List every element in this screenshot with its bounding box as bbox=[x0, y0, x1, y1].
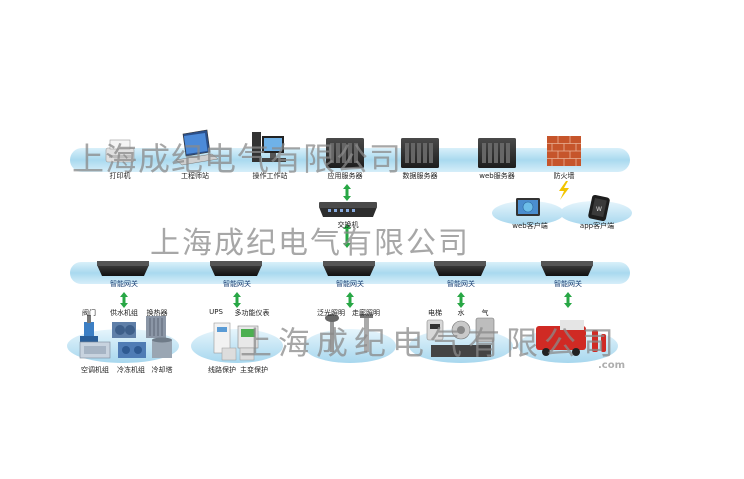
engineering-station-label: 工程师站 bbox=[181, 172, 209, 180]
water-label: 水 bbox=[457, 309, 465, 317]
ac-unit-label: 空调机组 bbox=[81, 366, 109, 374]
connector-arrow bbox=[343, 224, 351, 248]
heat-exchanger-label: 换热器 bbox=[146, 309, 168, 317]
network-switch-icon bbox=[319, 202, 377, 217]
ups-label: UPS bbox=[209, 308, 223, 316]
gateway-icon bbox=[434, 261, 486, 276]
gas-label: 气 bbox=[481, 309, 489, 317]
connector-arrow bbox=[346, 292, 354, 308]
watermark-site: .com bbox=[598, 360, 626, 371]
chiller-label: 冷冻机组 bbox=[117, 366, 145, 374]
hvac-equipment bbox=[79, 315, 172, 359]
ac-unit-icon bbox=[79, 341, 111, 359]
power-equipment bbox=[213, 322, 259, 361]
lightning-icon bbox=[559, 181, 569, 200]
connector-arrow bbox=[120, 292, 128, 308]
lighting-disc bbox=[304, 329, 396, 363]
workstation-icon bbox=[252, 132, 286, 162]
fire-truck-icon bbox=[536, 320, 586, 356]
db-server-label: 数据服务器 bbox=[402, 172, 438, 180]
electric-meter-icon bbox=[426, 319, 444, 341]
protection-relay-icon bbox=[221, 347, 255, 361]
power-disc bbox=[191, 329, 283, 363]
firewall-label: 防火墙 bbox=[553, 172, 575, 180]
monitor-icon bbox=[516, 198, 540, 216]
web-client-label: web客户端 bbox=[512, 222, 548, 230]
energy-meters bbox=[426, 317, 495, 357]
corridor-lighting-label: 走廊照明 bbox=[352, 309, 380, 317]
smartphone-icon: W bbox=[588, 194, 610, 222]
water-pump-label: 供水机组 bbox=[110, 309, 138, 317]
electric-label: 电梯 bbox=[428, 309, 442, 317]
operator-station-label: 操作工作站 bbox=[252, 172, 288, 180]
printer-label: 打印机 bbox=[109, 172, 131, 180]
web-server-label: web服务器 bbox=[479, 172, 515, 180]
lighting-equipment bbox=[325, 314, 373, 352]
fire-extinguisher-icon bbox=[592, 330, 606, 352]
chiller-icon bbox=[118, 342, 146, 358]
connector-arrow bbox=[564, 292, 572, 308]
svg-text:W: W bbox=[596, 206, 602, 213]
main-transformer-label: 主变保护 bbox=[240, 366, 268, 374]
heat-exchanger-icon bbox=[146, 316, 166, 338]
cooling-tower-label: 冷却塔 bbox=[151, 366, 173, 374]
water-meter-icon bbox=[451, 320, 471, 340]
gateway-icon bbox=[210, 261, 262, 276]
line-protection-label: 线路保护 bbox=[208, 366, 236, 374]
firewall-icon bbox=[547, 136, 581, 166]
flood-lighting-label: 泛光照明 bbox=[317, 309, 345, 317]
gateway-icon bbox=[541, 261, 593, 276]
switch-label: 交换机 bbox=[337, 221, 359, 229]
db-server-icon bbox=[401, 138, 439, 168]
gas-meter-icon bbox=[475, 317, 495, 343]
gateway-devices bbox=[97, 261, 593, 276]
water-pump-icon bbox=[112, 322, 136, 338]
gateway-label-4: 智能网关 bbox=[447, 280, 475, 288]
cooling-tower-icon bbox=[152, 337, 172, 358]
connector-arrow bbox=[343, 184, 351, 201]
meter-label: 多功能仪表 bbox=[234, 309, 270, 317]
valve-icon bbox=[80, 315, 98, 342]
fire-equipment bbox=[536, 320, 606, 356]
valve-label: 阀门 bbox=[82, 309, 96, 317]
laptop-icon bbox=[175, 129, 219, 166]
gateway-label-3: 智能网关 bbox=[336, 280, 364, 288]
connector-arrow bbox=[233, 292, 241, 308]
gateway-label-2: 智能网关 bbox=[223, 280, 251, 288]
web-server-icon bbox=[478, 138, 516, 168]
gateway-label-1: 智能网关 bbox=[110, 280, 138, 288]
meter-icon bbox=[237, 325, 259, 349]
app-client-label: app客户端 bbox=[579, 222, 615, 230]
gateway-label-5: 智能网关 bbox=[554, 280, 582, 288]
gateway-icon bbox=[97, 261, 149, 276]
corridor-light-icon bbox=[360, 314, 373, 352]
energy-display-icon bbox=[431, 345, 491, 357]
app-server-label: 应用服务器 bbox=[327, 172, 363, 180]
connectors bbox=[120, 184, 572, 308]
printer-icon bbox=[105, 139, 135, 163]
floodlight-icon bbox=[325, 314, 339, 352]
app-server-icon bbox=[326, 138, 364, 168]
gateway-icon bbox=[323, 261, 375, 276]
connector-arrow bbox=[457, 292, 465, 308]
